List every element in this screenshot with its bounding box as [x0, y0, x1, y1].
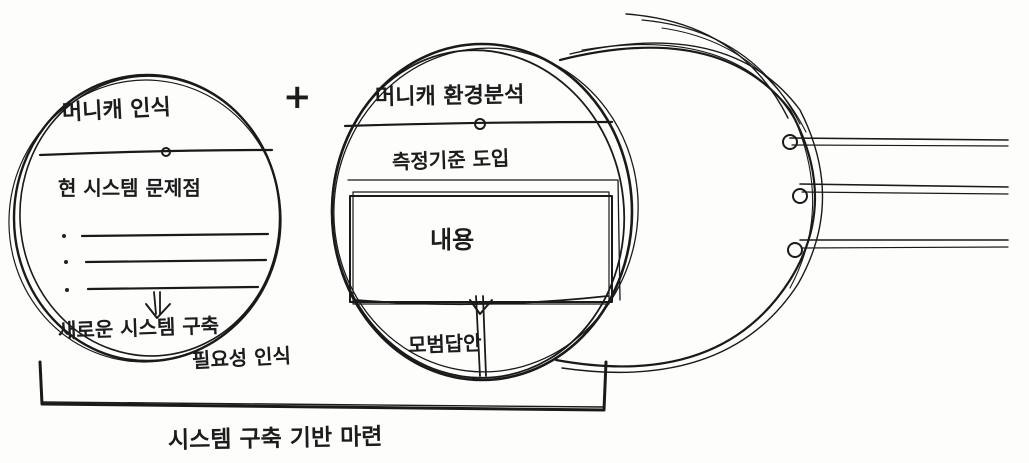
left-circle-subtitle: 현 시스템 문제점: [58, 176, 201, 200]
motion-strokes: [625, 13, 807, 133]
bullet-line: [80, 232, 270, 238]
left-down-arrow: [145, 291, 171, 319]
bracket-caption: 시스템 구축 기반 마련: [167, 424, 383, 454]
middle-down-arrow: [469, 295, 493, 377]
left-circle: [8, 73, 282, 363]
middle-divider: [343, 120, 614, 128]
bullet-line: [84, 258, 268, 264]
connector-lines: [782, 134, 1009, 258]
bottom-bracket: [38, 360, 608, 412]
bullet-dot: [62, 234, 66, 238]
bullet-line: [86, 285, 260, 291]
middle-circle: [330, 42, 639, 382]
content-box-label: 내용: [430, 226, 475, 254]
content-box: [347, 179, 621, 306]
middle-circle-title: 머니캐 환경분석: [374, 82, 525, 111]
left-circle-conclusion-line1: 새로운 시스템 구축: [57, 313, 220, 343]
left-divider: [38, 148, 274, 157]
left-circle-conclusion-line2: 필요성 인식: [191, 343, 292, 373]
left-circle-title: 머니캐 인식: [61, 95, 172, 126]
middle-circle-subtitle: 측정기준 도입: [391, 145, 510, 175]
middle-divider-knot: [474, 118, 486, 130]
left-bullet-list: [62, 232, 270, 292]
bullet-dot: [65, 288, 69, 292]
right-arc: [554, 42, 824, 374]
middle-circle-result: 모범답안: [407, 330, 483, 358]
left-divider-knot: [161, 147, 171, 157]
plus-sign: +: [283, 77, 312, 117]
bullet-dot: [64, 260, 68, 264]
